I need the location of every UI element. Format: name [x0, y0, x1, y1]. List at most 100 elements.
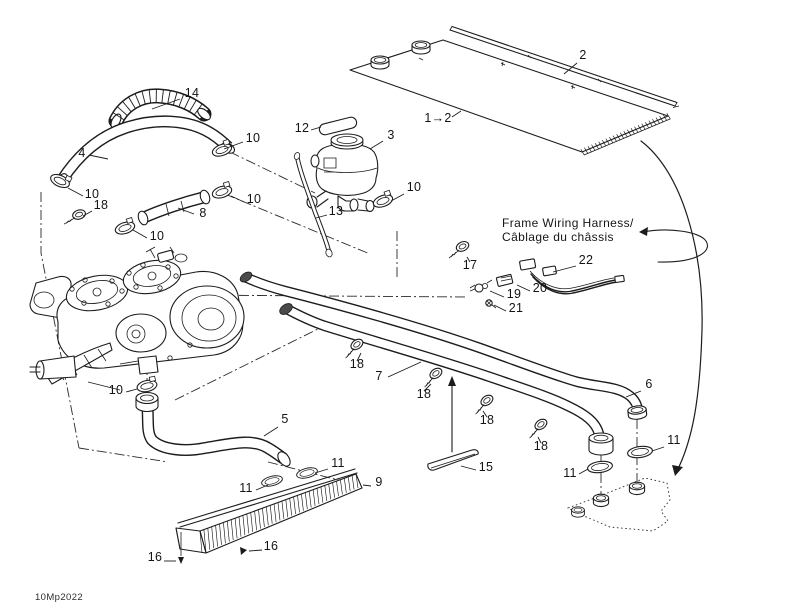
callout-leader	[263, 426, 279, 437]
part-callout-19: 19	[507, 287, 522, 301]
mount-wedge	[240, 547, 247, 555]
harness-note-line1: Frame Wiring Harness/	[502, 216, 634, 230]
callout-leader	[230, 195, 245, 203]
callout-leader	[88, 154, 109, 160]
mount-wedge	[178, 557, 184, 564]
callout-leader	[552, 265, 577, 273]
engine	[29, 246, 245, 413]
assembly-arrow	[640, 140, 703, 476]
part-callout-2: 2	[579, 48, 586, 62]
cable-tie	[63, 205, 89, 228]
callout-leader	[356, 352, 362, 362]
part-callout-12: 12	[295, 121, 310, 135]
part-callout-10: 10	[407, 180, 422, 194]
part-callout-11: 11	[667, 433, 681, 447]
part-callout-11: 11	[331, 456, 345, 470]
callout-leader	[223, 141, 244, 150]
callout-leader	[482, 410, 488, 418]
hose-clamp	[209, 180, 234, 201]
panel-cap	[370, 55, 390, 70]
callout-leader	[625, 390, 642, 398]
part-callout-18: 18	[94, 198, 109, 212]
part-callout-10: 10	[109, 383, 124, 397]
coolant-tank-assembly	[293, 116, 395, 258]
connector	[519, 258, 537, 271]
part-callout-18: 18	[350, 357, 365, 371]
washer	[586, 459, 614, 475]
hose-clamp	[112, 216, 137, 237]
connector	[542, 265, 557, 277]
coolant-tank	[315, 143, 379, 196]
part-callout-6: 6	[645, 377, 652, 391]
part-callout-18: 18	[480, 413, 495, 427]
part-callout-1→2: 1→2	[424, 111, 451, 125]
tunnel-cooling-tubes	[239, 271, 648, 456]
cable-tie	[471, 391, 498, 415]
callout-leader	[516, 284, 531, 292]
callout-leader	[125, 388, 138, 393]
callout-leader	[651, 446, 665, 452]
callout-leader	[67, 187, 84, 197]
washer	[626, 444, 654, 460]
callout-leader	[423, 383, 432, 392]
callout-leader	[151, 98, 181, 110]
part-callout-18: 18	[417, 387, 432, 401]
part-callout-16: 16	[148, 550, 163, 564]
callout-leader	[255, 484, 269, 491]
part-callout-7: 7	[375, 369, 382, 383]
callout-leader	[537, 436, 542, 444]
spacer-strip	[427, 376, 479, 471]
part-callout-15: 15	[479, 460, 494, 474]
callout-leader	[466, 256, 471, 263]
trim-strip	[449, 29, 676, 107]
part-callout-11: 11	[239, 481, 253, 495]
cable-tie	[525, 415, 552, 439]
callout-leader	[248, 549, 263, 552]
cable-tie	[420, 364, 447, 388]
part-callout-8: 8	[199, 206, 206, 220]
part-callout-18: 18	[534, 439, 549, 453]
callout-leader	[362, 484, 372, 487]
callout-leader	[387, 361, 422, 378]
part-callout-4: 4	[78, 146, 85, 160]
callout-leader	[310, 126, 322, 131]
harness-note-arrow	[639, 227, 708, 263]
part-callout-10: 10	[85, 187, 100, 201]
part-callout-10: 10	[150, 229, 165, 243]
panel-hatch	[580, 113, 671, 156]
tunnel-panel	[349, 25, 680, 156]
grommet	[571, 506, 585, 518]
part-callout-22: 22	[579, 253, 594, 267]
tank-gasket	[318, 116, 358, 136]
upper-coolant-hose	[48, 115, 236, 191]
callout-leader	[489, 290, 505, 298]
wiring-harness-parts	[63, 205, 625, 439]
part-callout-10: 10	[246, 131, 261, 145]
callout-leader	[315, 214, 328, 219]
washer	[260, 473, 284, 489]
callout-leader	[177, 207, 195, 215]
part-callout-14: 14	[185, 86, 200, 100]
callout-leader	[82, 210, 93, 217]
part-callout-13: 13	[329, 204, 344, 218]
mounting-hardware	[260, 444, 671, 532]
panel-cap	[411, 40, 431, 55]
connector-hose	[112, 180, 234, 237]
part-callout-11: 11	[563, 466, 577, 480]
callout-leader	[493, 304, 507, 312]
part-callout-9: 9	[375, 475, 382, 489]
callout-leader	[578, 468, 589, 475]
part-callout-16: 16	[264, 539, 279, 553]
doc-code: 10Mp2022	[35, 592, 83, 603]
part-callout-20: 20	[533, 281, 548, 295]
grommet	[592, 493, 610, 508]
part-callout-3: 3	[387, 128, 394, 142]
callout-leader	[460, 465, 477, 471]
heat-exchanger	[175, 468, 363, 564]
callout-leader	[314, 468, 329, 474]
callout-leader	[451, 110, 462, 118]
part-callout-21: 21	[509, 301, 524, 315]
mounting-plate	[566, 477, 671, 532]
